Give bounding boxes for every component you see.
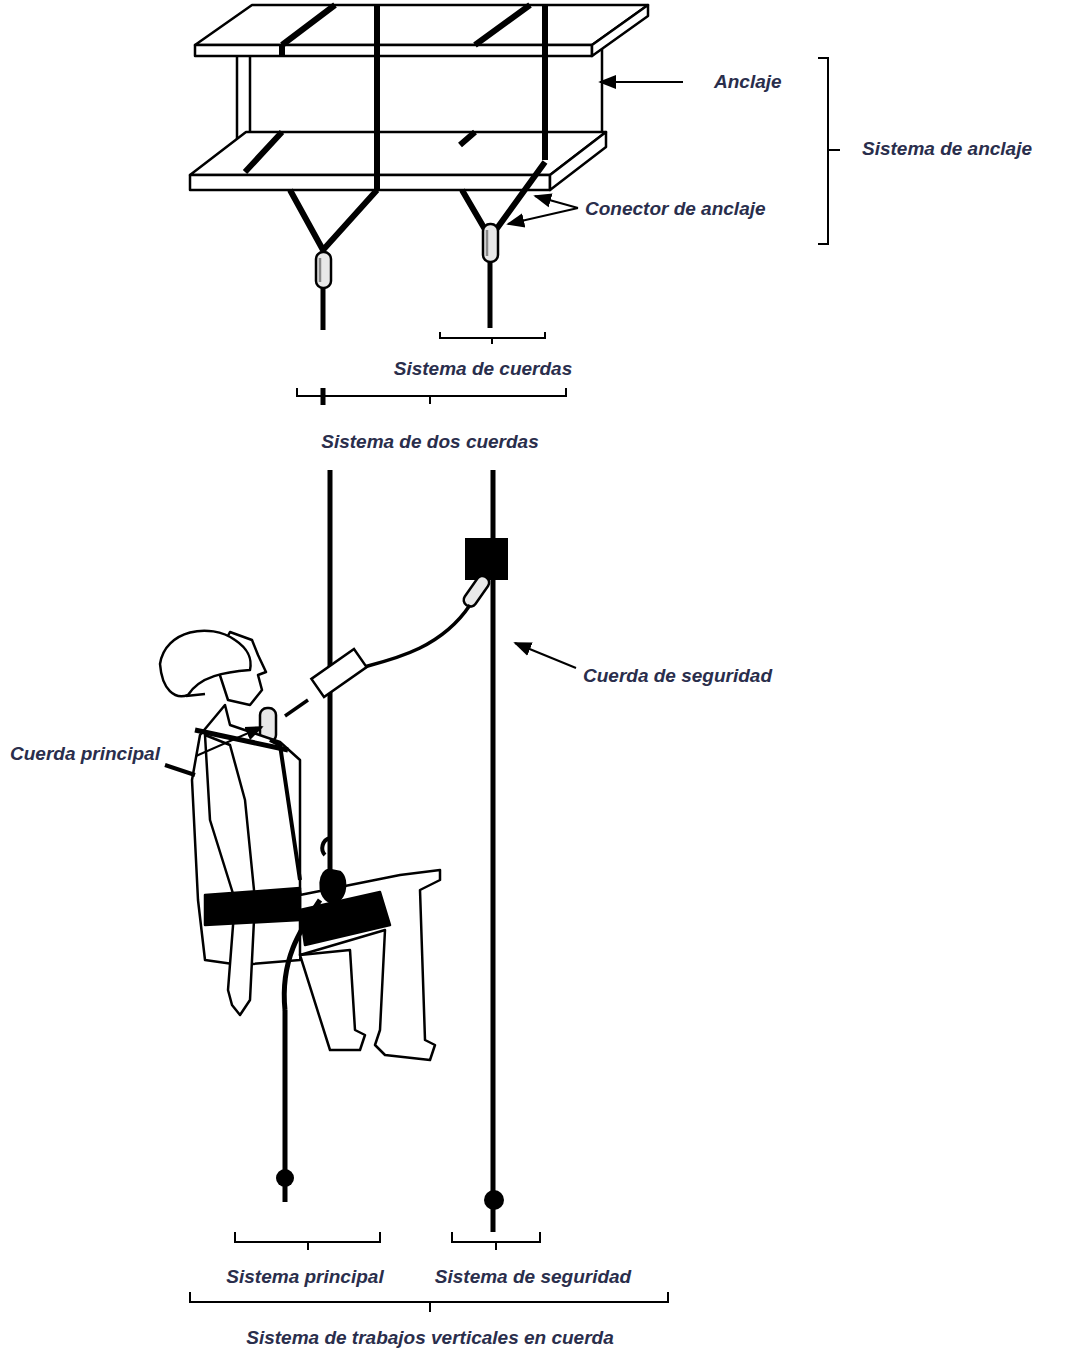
part-label: Cuerda principal xyxy=(8,742,162,766)
brackets xyxy=(190,58,840,1312)
part-label: Sistema de anclaje xyxy=(860,137,1034,161)
rope-grab xyxy=(465,538,508,580)
part-label: Conector de anclaje xyxy=(583,197,768,221)
rope-end-knots xyxy=(276,1169,504,1210)
worker-figure xyxy=(160,631,440,1060)
leader-arrows xyxy=(196,82,683,756)
ropes xyxy=(285,262,493,1232)
part-label: Sistema principal xyxy=(224,1265,385,1289)
part-label: Sistema de trabajos verticales en cuerda xyxy=(244,1326,616,1350)
part-label: Cuerda de seguridad xyxy=(581,664,774,688)
i-beam xyxy=(190,5,648,190)
part-label: Sistema de dos cuerdas xyxy=(319,430,541,454)
anchor-carabiners xyxy=(316,224,498,288)
part-label: Anclaje xyxy=(712,70,784,94)
anchor-slings xyxy=(245,5,545,250)
part-label: Sistema de cuerdas xyxy=(392,357,574,381)
lanyard xyxy=(260,574,491,742)
part-label: Sistema de seguridad xyxy=(433,1265,633,1289)
